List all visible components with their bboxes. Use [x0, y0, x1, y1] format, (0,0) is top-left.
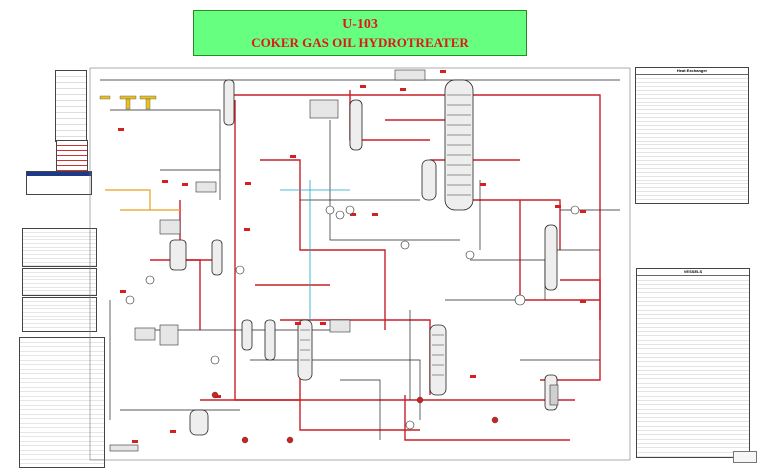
reactor-table-3 [22, 297, 97, 332]
title-banner: U-103 COKER GAS OIL HYDROTREATER [193, 10, 527, 56]
heat-exchanger-table-body [636, 75, 748, 203]
unit-number: U-103 [342, 17, 378, 32]
vessels-table-body [637, 276, 749, 457]
legend-box [55, 70, 87, 142]
vessels [169, 79, 558, 436]
oil-lines [105, 189, 180, 211]
vessels-table-title: VESSELS [637, 269, 749, 276]
reactor-table-1 [22, 228, 97, 267]
reactor-table-2 [22, 268, 97, 296]
unit-name: COKER GAS OIL HYDROTREATER [251, 35, 469, 50]
heat-exchanger-table-title: Heat Exchanger [636, 68, 748, 75]
steam-lines [280, 180, 350, 330]
instrument-tags [118, 70, 586, 443]
info-panel [26, 171, 92, 195]
heat-exchanger-table: Heat Exchanger [635, 67, 749, 204]
valve-symbols [99, 95, 157, 110]
column-trays [300, 94, 471, 376]
pumps [211, 391, 499, 444]
drawing-footer [733, 451, 757, 463]
heat-exchangers [125, 205, 580, 430]
vessels-table: VESSELS [636, 268, 750, 458]
equipment-blocks [109, 69, 559, 452]
